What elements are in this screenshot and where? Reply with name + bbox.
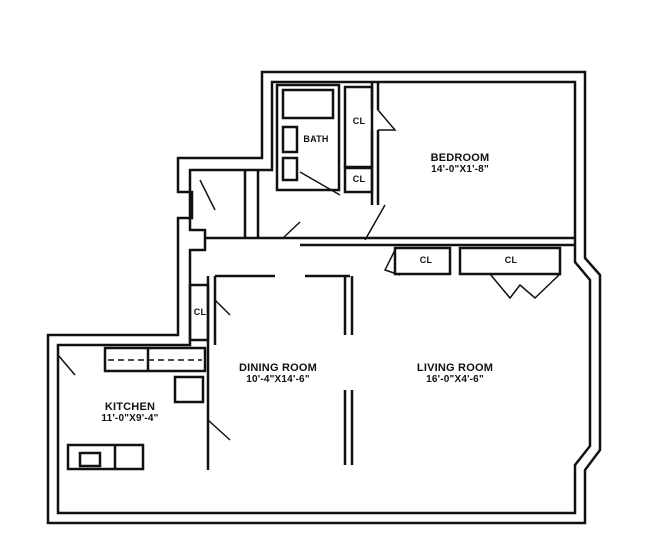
outer-wall [46, 70, 602, 525]
kitchen-dimensions: 11'-0"X9'-4" [101, 413, 159, 425]
living-room-dimensions: 16'-0"X4'-6" [426, 374, 484, 386]
kitchen-name: KITCHEN [104, 401, 156, 413]
inner-wall [56, 80, 592, 515]
room-label-kitchen: KITCHEN 11'-0"X9'-4" [80, 401, 180, 424]
closet-label: CL [352, 116, 366, 126]
closet-label: CL [193, 307, 207, 317]
closet-label: CL [419, 255, 433, 265]
closet-label: CL [352, 174, 366, 184]
dining-room-dimensions: 10'-4"X14'-6" [246, 374, 310, 386]
living-room-name: LIVING ROOM [416, 362, 494, 374]
closet-label: CL [504, 255, 518, 265]
bedroom-dimensions: 14'-0"X1'-8" [431, 164, 489, 176]
room-label-bedroom: BEDROOM 14'-0"X1'-8" [405, 152, 515, 175]
room-label-dining-room: DINING ROOM 10'-4"X14'-6" [228, 362, 328, 385]
room-label-bath: BATH [303, 134, 329, 144]
dining-room-name: DINING ROOM [239, 362, 317, 374]
bedroom-name: BEDROOM [430, 152, 490, 164]
room-label-living-room: LIVING ROOM 16'-0"X4'-6" [400, 362, 510, 385]
